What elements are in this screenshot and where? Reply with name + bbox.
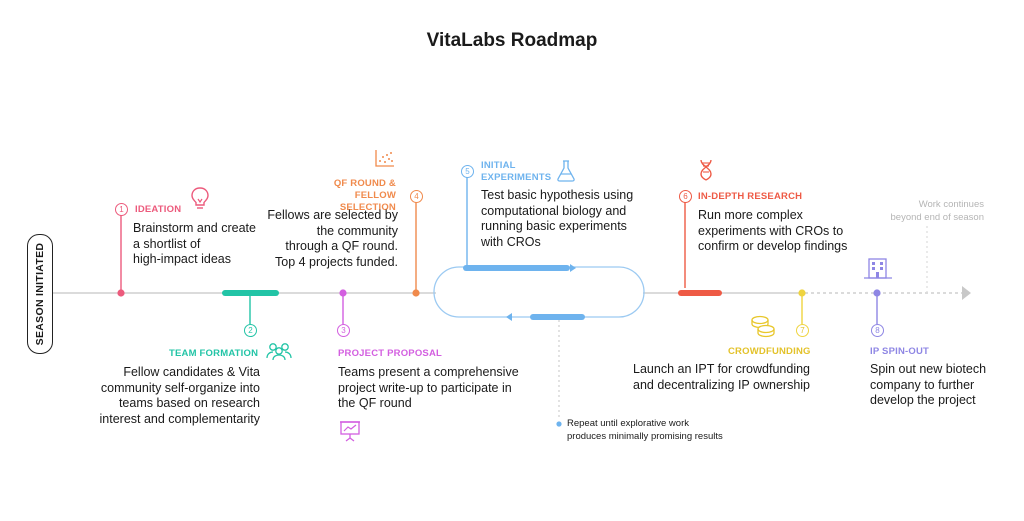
- step7-line: Launch an IPT for crowdfunding: [633, 362, 810, 376]
- step7-heading: CROWDFUNDING: [728, 346, 811, 357]
- step3-body: Teams present a comprehensive project wr…: [338, 365, 519, 412]
- step6-heading: IN-DEPTH RESEARCH: [698, 191, 803, 202]
- flask-icon: [557, 160, 575, 182]
- step6-body: Run more complex experiments with CROs t…: [698, 208, 847, 255]
- building-icon: [864, 258, 892, 279]
- step5-line: running basic experiments: [481, 219, 627, 233]
- step2-line: Fellow candidates & Vita: [123, 365, 260, 379]
- step4-heading: QF ROUND & FELLOW SELECTION: [296, 178, 396, 214]
- step2-number: 2: [244, 324, 257, 337]
- page-title: VitaLabs Roadmap: [426, 30, 598, 51]
- coins-icon: [751, 315, 775, 338]
- step4-line: through a QF round.: [285, 239, 398, 253]
- presentation-icon: [340, 421, 360, 442]
- continue-note-line: beyond end of season: [890, 211, 985, 223]
- step2-heading: TEAM FORMATION: [169, 348, 259, 359]
- step1-line: Brainstorm and create: [133, 221, 256, 235]
- step5-line: Test basic hypothesis using: [481, 188, 634, 202]
- loop-note: Repeat until explorative work produces m…: [567, 418, 723, 443]
- step8-line: company to further: [870, 377, 975, 392]
- step2-bar: [222, 290, 279, 296]
- step1-number: 1: [115, 203, 128, 216]
- loop-arrow-bottom: [506, 313, 512, 321]
- step2-body: Fellow candidates & Vita community self-…: [93, 365, 261, 427]
- step4-line: Top 4 projects funded.: [275, 254, 398, 269]
- step2-line: teams based on research: [118, 396, 260, 410]
- step3-heading: PROJECT PROPOSAL: [338, 348, 443, 359]
- step4-heading-line: QF ROUND &: [333, 178, 396, 189]
- dna-icon: [700, 159, 712, 181]
- step6-line: Run more complex: [698, 208, 803, 222]
- scatter-chart-icon: [375, 150, 394, 167]
- loop-note-line: Repeat until explorative work: [567, 418, 689, 429]
- step5-heading-line: INITIAL: [481, 160, 516, 171]
- season-label: SEASON INITIATED: [34, 242, 46, 346]
- step5-line: computational biology and: [481, 203, 627, 218]
- loop-arrow-top: [570, 264, 576, 272]
- step8-number: 8: [871, 324, 884, 337]
- step6-number: 6: [679, 190, 692, 203]
- loop-bar-top: [463, 265, 570, 271]
- loop-note-line: produces minimally promising results: [567, 430, 723, 442]
- step3-dot: [339, 289, 347, 297]
- step5-body: Test basic hypothesis using computationa…: [481, 188, 633, 250]
- lightbulb-icon: [191, 187, 209, 209]
- step8-line: Spin out new biotech: [870, 362, 987, 376]
- step6-line: experiments with CROs to: [698, 223, 844, 238]
- step1-line: high-impact ideas: [133, 252, 231, 266]
- continue-note: Work continues beyond end of season: [870, 199, 985, 224]
- step5-heading-line: EXPERIMENTS: [481, 172, 552, 183]
- continue-note-line: Work continues: [918, 199, 984, 210]
- step1-heading: IDEATION: [135, 204, 182, 215]
- step1-dot: [117, 289, 125, 297]
- people-icon: [266, 343, 292, 361]
- step5-heading: INITIAL EXPERIMENTS: [481, 160, 551, 184]
- step6-line: confirm or develop findings: [698, 239, 848, 253]
- loop-note-dot: [556, 421, 562, 427]
- step4-heading-line: FELLOW SELECTION: [339, 190, 396, 213]
- step4-number: 4: [410, 190, 423, 203]
- step7-number: 7: [796, 324, 809, 337]
- loop-bar-bottom: [530, 314, 585, 320]
- step1-body: Brainstorm and create a shortlist of hig…: [133, 221, 256, 268]
- step4-body: Fellows are selected by the community th…: [256, 208, 398, 270]
- step4-line: the community: [316, 223, 398, 238]
- step5-line: with CROs: [481, 234, 541, 249]
- step1-line: a shortlist of: [133, 236, 201, 251]
- step2-line: interest and complementarity: [99, 411, 261, 426]
- step4-line: Fellows are selected by: [267, 208, 398, 222]
- step5-number: 5: [461, 165, 474, 178]
- step8-line: develop the project: [870, 393, 976, 407]
- step7-body: Launch an IPT for crowdfunding and decen…: [620, 362, 810, 393]
- step2-line: community self-organize into: [100, 380, 260, 395]
- step3-number: 3: [337, 324, 350, 337]
- step3-line: project write-up to participate in: [338, 380, 512, 395]
- step7-line: and decentralizing IP ownership: [633, 377, 810, 392]
- step4-dot: [412, 289, 420, 297]
- step8-heading: IP SPIN-OUT: [870, 346, 930, 357]
- step7-dot: [798, 289, 806, 297]
- timeline-arrowhead: [962, 286, 971, 300]
- step3-line: the QF round: [338, 396, 412, 410]
- step8-body: Spin out new biotech company to further …: [870, 362, 986, 409]
- step3-line: Teams present a comprehensive: [338, 365, 519, 379]
- season-initiated-badge: SEASON INITIATED: [27, 234, 53, 354]
- step8-dot: [873, 289, 881, 297]
- step6-bar: [678, 290, 722, 296]
- experiment-loop: [433, 266, 645, 318]
